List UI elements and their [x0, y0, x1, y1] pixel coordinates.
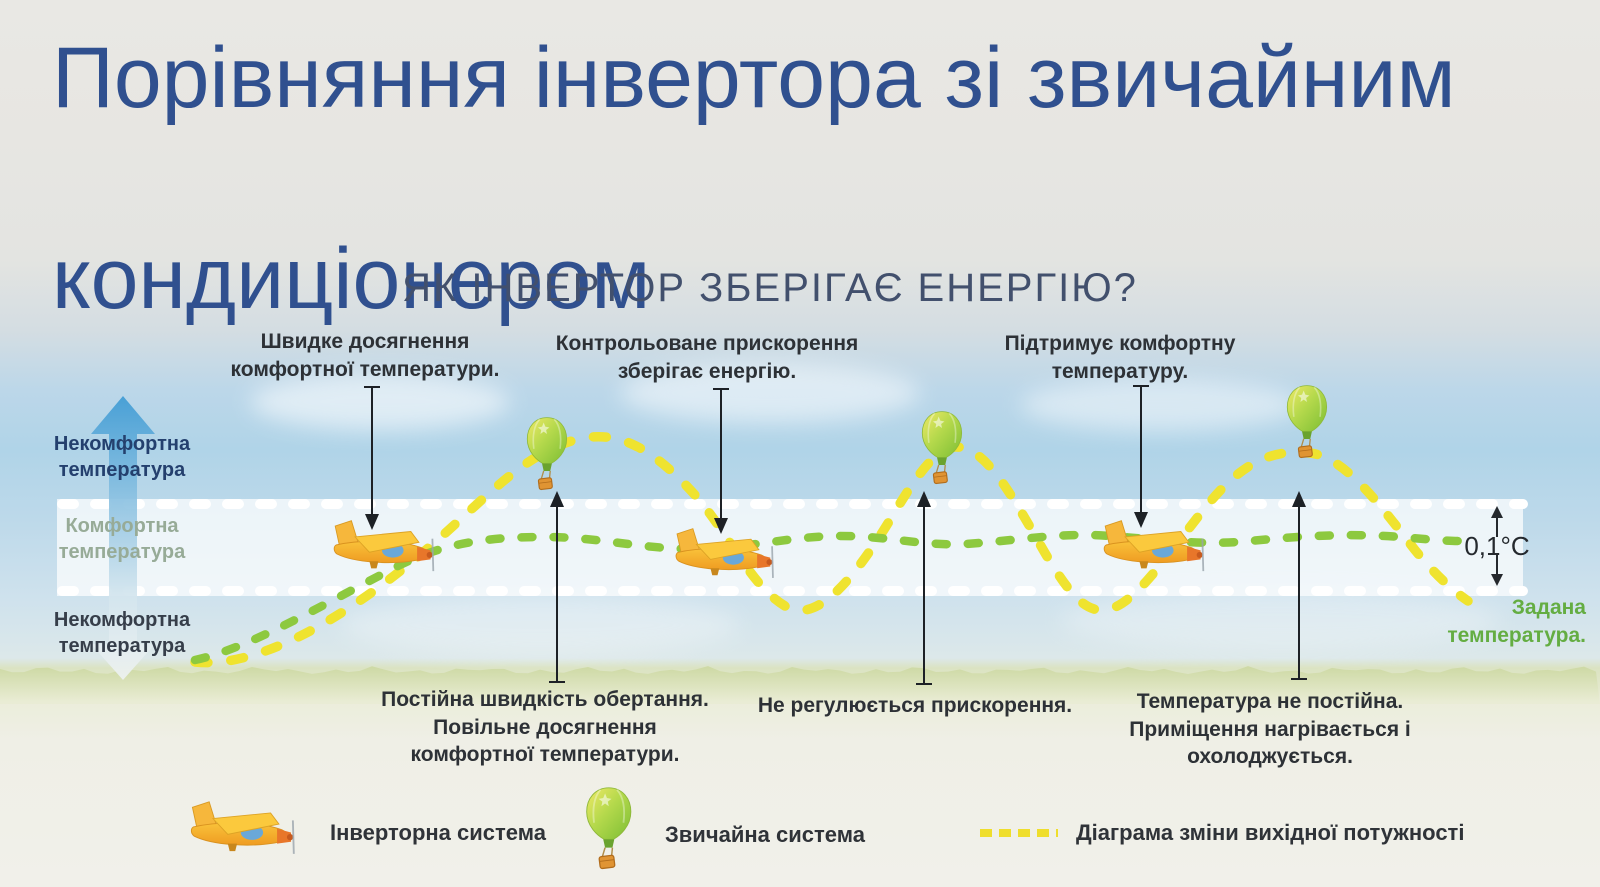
pointer-arrows — [364, 385, 1307, 685]
temperature-axis-arrow — [91, 396, 155, 680]
conventional-power-curve — [190, 432, 1473, 668]
grass — [0, 666, 1600, 704]
clouds — [250, 363, 1500, 655]
annotation-inverter-fast: Швидке досягнення комфортної температури… — [230, 330, 500, 381]
label-set-temperature: Задана температура. — [1447, 596, 1586, 648]
annotation-conventional-constant: Постійна швидкість обертання. Повільне д… — [381, 688, 709, 767]
balloon-icon-1 — [526, 416, 568, 491]
annotation-inverter-controlled: Контрольоване прискорення зберігає енерг… — [555, 332, 859, 383]
section-subtitle: ЯК ІНВЕРТОР ЗБЕРІГАЄ ЕНЕРГІЮ? — [402, 266, 1138, 310]
annotation-conventional-unstable: Температура не постійна. Приміщення нагр… — [1129, 690, 1411, 769]
label-uncomfortable-top: Некомфортна температура — [53, 433, 191, 481]
delta-arrows — [1491, 506, 1503, 586]
page-title: Порівняння інвертора зі звичайним кондиц… — [52, 28, 1456, 330]
legend-balloon-icon — [585, 786, 632, 870]
legend-label-inverter: Інверторна система — [330, 820, 546, 845]
annotation-inverter-maintains: Підтримує комфортну температуру. — [1004, 332, 1236, 383]
balloon-icon-3 — [1286, 384, 1328, 459]
pointer-arrow-down-3 — [1133, 385, 1149, 528]
balloon-icon-2 — [921, 410, 963, 485]
label-comfortable: Комфортна температура — [58, 515, 186, 563]
annotation-conventional-unregulated: Не регулюється прискорення. — [757, 694, 1073, 717]
comfort-band — [57, 499, 1528, 596]
legend-label-conventional: Звичайна система — [665, 822, 865, 847]
pointer-arrow-up-3 — [1291, 491, 1307, 680]
label-delta-temperature: 0,1°C — [1464, 531, 1530, 561]
pointer-arrow-up-1 — [549, 491, 565, 683]
pointer-arrow-down-2 — [713, 388, 729, 534]
legend-label-power-diagram: Діаграма зміни вихідної потужності — [1076, 820, 1465, 845]
pointer-arrow-up-2 — [916, 491, 932, 685]
page-title-line2: кондиціонером — [52, 231, 651, 328]
pointer-arrow-down-1 — [364, 386, 380, 530]
page-title-line1: Порівняння інвертора зі звичайним — [52, 30, 1456, 126]
legend-airplane-icon — [190, 800, 295, 855]
label-uncomfortable-bottom: Некомфортна температура — [53, 609, 191, 657]
